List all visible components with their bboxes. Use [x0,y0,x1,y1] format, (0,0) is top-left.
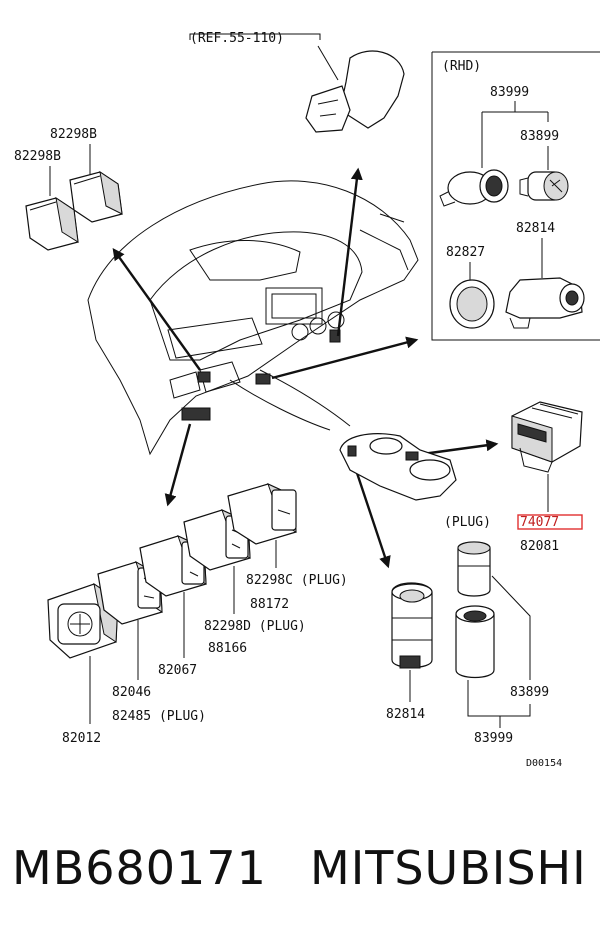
part-label-82827: 82827 [446,245,485,260]
lower-lighter-knob-icon [457,541,491,597]
rhd-inset-box: (RHD) 83999 83899 82814 82827 [431,51,600,341]
part-highlight-box [517,514,583,530]
part-label-74077: 74077 [520,515,559,530]
hazard-switch-icon [511,401,583,473]
part-label-88172: 88172 [250,597,289,612]
part-label-82298D: 82298D (PLUG) [204,619,306,634]
lighter-socket-icon [439,169,509,207]
bezel-ring-icon [449,279,495,329]
lower-socket-icon [391,582,433,669]
part-label-83999-bot: 83999 [474,731,513,746]
ref-label: (REF.55-110) [190,31,284,46]
part-label-82298B-b: 82298B [14,149,61,164]
blank-switch-icon-a [69,170,123,223]
plug-label-right: (PLUG) [444,515,491,530]
diagram-code: D00154 [526,758,562,769]
part-label-82298B-a: 82298B [50,127,97,142]
part-label-82081: 82081 [520,539,559,554]
part-label-83899-bot: 83899 [510,685,549,700]
part-label-83899-top: 83899 [520,129,559,144]
part-label-82298C: 82298C (PLUG) [246,573,348,588]
footer-part-number: MB680171 [12,841,267,895]
part-label-83999-top: 83999 [490,85,529,100]
part-label-82814-top: 82814 [516,221,555,236]
part-label-82485: 82485 (PLUG) [112,709,206,724]
part-label-82814-bot: 82814 [386,707,425,722]
lighter-knob-icon [519,171,569,201]
steering-column-cover-icon [305,50,405,133]
callout-arrows [112,167,499,569]
part-label-82046: 82046 [112,685,151,700]
lower-lighter-socket-icon [455,605,495,679]
blank-switch-icon-b [25,196,79,251]
switch-82298C-icon [227,483,297,545]
part-label-88166: 88166 [208,641,247,656]
part-label-82067: 82067 [158,663,197,678]
rhd-label: (RHD) [442,59,481,74]
part-label-82012: 82012 [62,731,101,746]
accessory-socket-icon [505,277,585,329]
center-console-icon [339,433,457,501]
mirror-switch-icon [47,582,119,659]
footer-brand: MITSUBISHI [310,841,587,895]
instrument-panel-icon [87,180,419,456]
